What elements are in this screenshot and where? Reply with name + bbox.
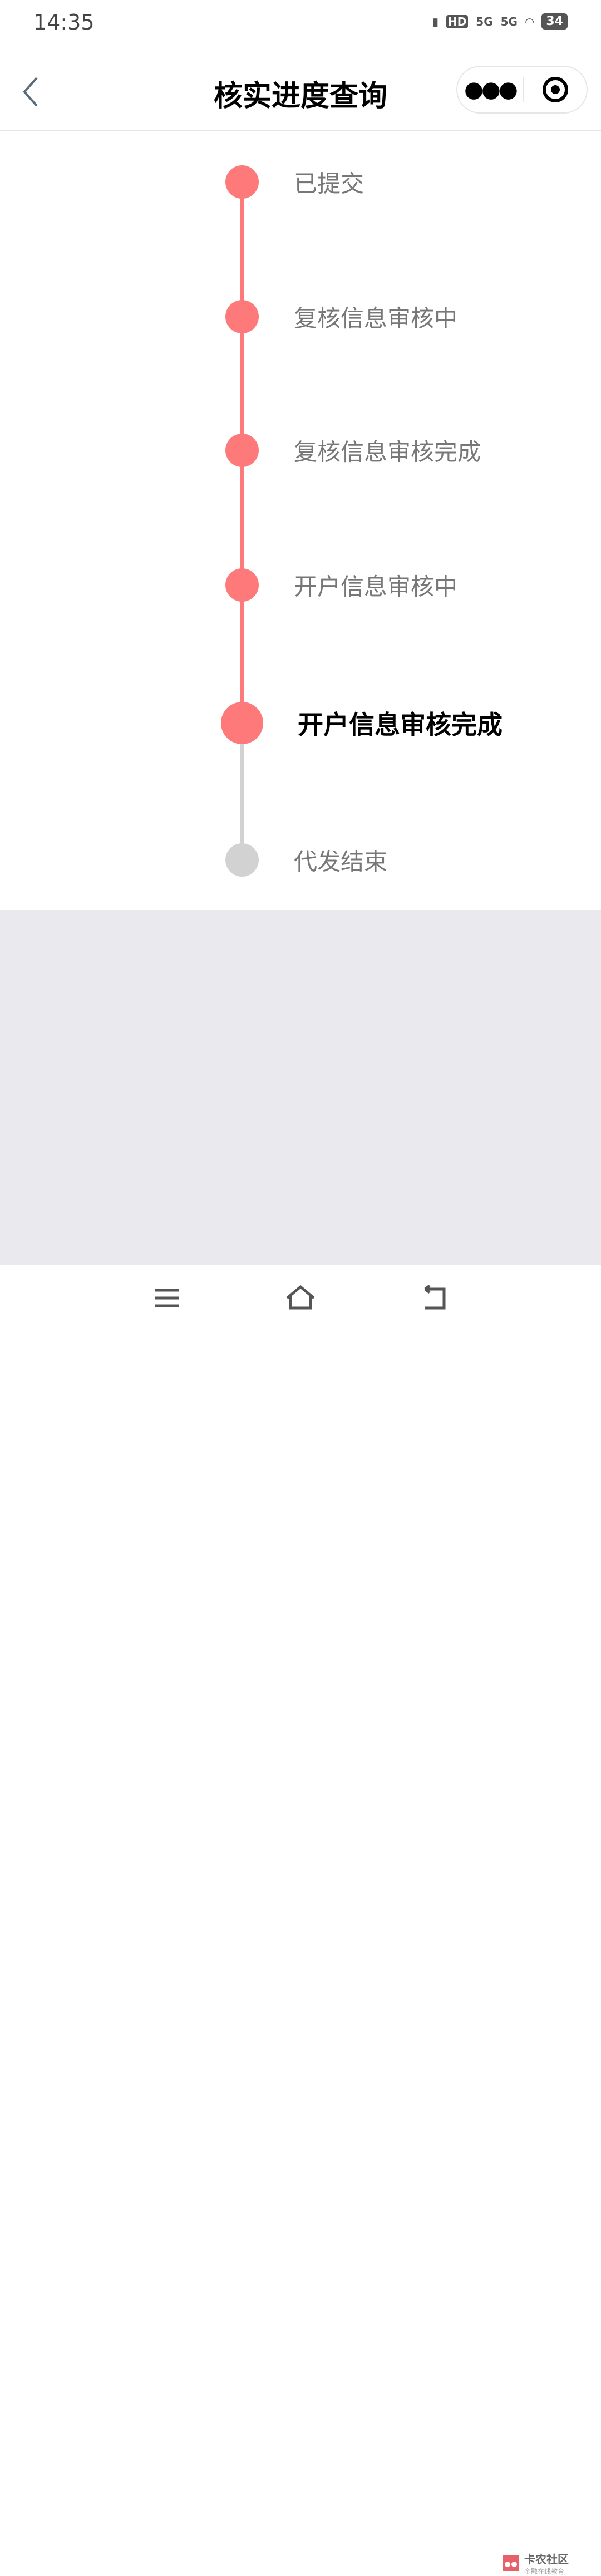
progress-timeline: 已提交复核信息审核中复核信息审核完成开户信息审核中开户信息审核完成代发结束 <box>0 132 601 910</box>
nav-header: 核实进度查询 ●●● <box>0 50 601 131</box>
watermark-name: 卡农社区 <box>524 2553 569 2566</box>
timeline-connector <box>240 450 244 585</box>
status-bar: 14:35 ▮ HD 5G 5G ◠ 34 <box>0 0 601 50</box>
hd-icon: HD <box>446 14 469 28</box>
timeline-step-label: 复核信息审核中 <box>294 304 458 332</box>
more-button[interactable]: ●●● <box>457 78 523 101</box>
home-icon <box>286 1285 315 1310</box>
status-icons: ▮ HD 5G 5G ◠ 34 <box>432 13 568 30</box>
battery-icon: 34 <box>541 13 568 30</box>
watermark: 卡农社区金融在线教育 <box>501 2550 569 2576</box>
chevron-left-icon <box>23 77 38 107</box>
back-button[interactable] <box>17 72 50 111</box>
timeline-dot <box>225 300 259 333</box>
timeline-connector <box>240 182 244 317</box>
timeline-dot <box>225 568 259 602</box>
watermark-logo <box>503 2555 519 2571</box>
menu-button[interactable] <box>150 1281 184 1315</box>
more-icon: ●●● <box>464 77 518 102</box>
system-nav-bar: 卡农社区金融在线教育 <box>0 1265 601 2575</box>
timeline-step-label: 开户信息审核完成 <box>298 710 503 740</box>
back-nav-button[interactable] <box>417 1281 451 1315</box>
wifi-icon: ◠ <box>525 14 534 28</box>
timeline-dot <box>225 165 259 199</box>
menu-icon <box>155 1289 179 1307</box>
status-time: 14:35 <box>33 10 95 35</box>
empty-area <box>0 910 601 1265</box>
home-button[interactable] <box>284 1281 317 1315</box>
back-nav-icon <box>424 1285 446 1310</box>
timeline-dot <box>221 702 263 744</box>
timeline-connector <box>240 317 244 450</box>
timeline-step-label: 已提交 <box>294 170 364 198</box>
timeline-connector <box>240 723 244 860</box>
mini-program-capsule: ●●● <box>456 66 588 114</box>
timeline-dot <box>225 843 259 877</box>
page-title: 核实进度查询 <box>213 80 387 113</box>
close-mini-program-button[interactable] <box>524 76 587 104</box>
capsule-divider <box>523 77 524 102</box>
target-icon <box>542 77 568 102</box>
timeline-connector <box>240 585 244 723</box>
timeline-step-label: 代发结束 <box>294 848 388 876</box>
timeline-step-label: 开户信息审核中 <box>294 573 458 601</box>
timeline-dot <box>225 434 259 467</box>
timeline-step-label: 复核信息审核完成 <box>294 438 481 466</box>
vibrate-icon: ▮ <box>432 14 439 28</box>
signal-icon: 5G <box>476 14 493 28</box>
signal-icon-2: 5G <box>500 14 518 28</box>
watermark-tagline: 金融在线教育 <box>524 2568 565 2575</box>
